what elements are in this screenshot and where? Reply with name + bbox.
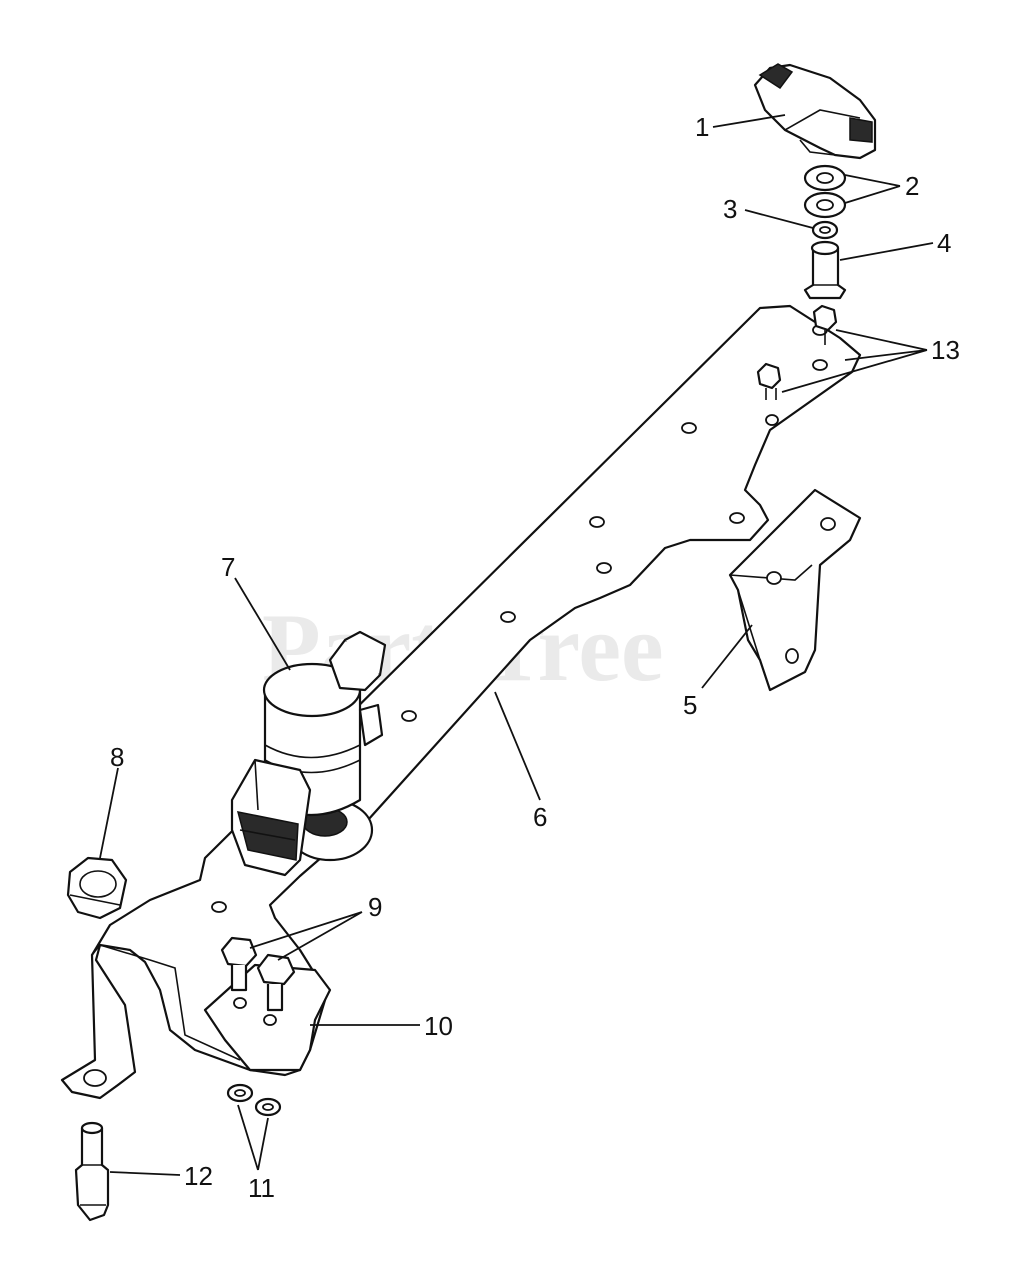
plate-hole <box>589 516 605 528</box>
callout-2: 2 <box>905 171 919 201</box>
part-12-standoff <box>74 1121 110 1222</box>
part-4-spacer <box>803 240 847 300</box>
part-2-washers <box>803 164 847 219</box>
callout-7: 7 <box>221 552 235 582</box>
bracket-hole <box>785 648 799 664</box>
callout-12: 12 <box>184 1161 213 1191</box>
flange-hole <box>83 1069 107 1087</box>
callout-3: 3 <box>723 194 737 224</box>
part-6-mounting-bracket <box>60 304 862 1100</box>
callout-10: 10 <box>424 1011 453 1041</box>
callout-11: 11 <box>248 1173 275 1203</box>
part-1-clamp <box>753 63 877 160</box>
plate-hole <box>233 997 247 1009</box>
callout-1: 1 <box>695 112 709 142</box>
part-3-washer <box>811 220 839 240</box>
part-5-angle-bracket <box>728 488 862 692</box>
callout-6: 6 <box>533 802 547 832</box>
part-11-washers <box>226 1083 282 1117</box>
plate-hole <box>500 611 516 623</box>
plate-hole <box>263 1014 277 1026</box>
plate-hole <box>765 414 779 426</box>
bracket-hole <box>820 517 836 531</box>
part-9-bolts <box>220 936 296 1012</box>
part-7-solenoid <box>230 630 387 877</box>
leader-lines <box>99 114 934 1176</box>
callout-8: 8 <box>110 742 124 772</box>
plate-hole <box>812 359 828 371</box>
plate-hole <box>211 901 227 913</box>
callout-9: 9 <box>368 892 382 922</box>
callout-4: 4 <box>937 228 951 258</box>
part-13-bolts <box>756 304 838 400</box>
plate-hole <box>596 562 612 574</box>
bracket-hole <box>766 571 782 585</box>
plate-hole <box>401 710 417 722</box>
callout-13: 13 <box>931 335 960 365</box>
callout-5: 5 <box>683 690 697 720</box>
part-8-nut <box>66 856 128 920</box>
plate-hole <box>681 422 697 434</box>
plate-hole <box>729 512 745 524</box>
